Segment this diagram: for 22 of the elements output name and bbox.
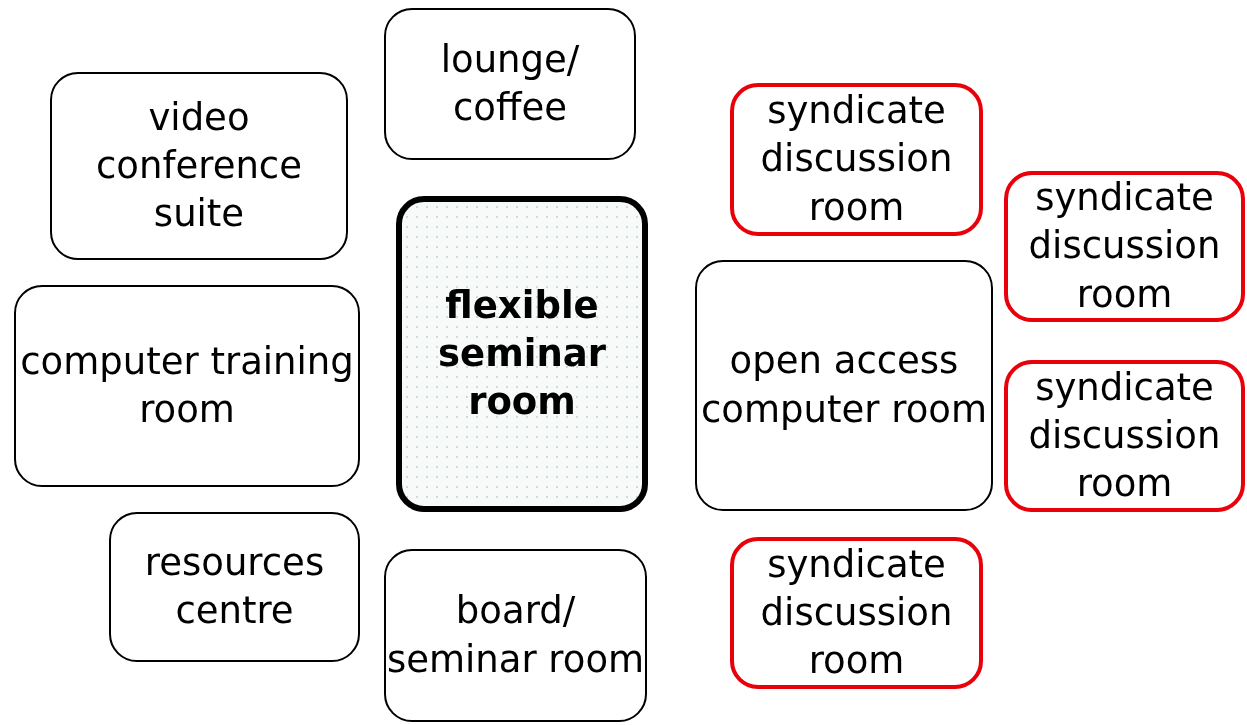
room-box <box>384 549 647 722</box>
room-label: video conference suite <box>95 94 303 238</box>
syndicate-room-box <box>730 83 983 236</box>
room-label: computer training room <box>19 338 355 433</box>
syndicate-room-box <box>1004 171 1245 322</box>
syndicate-room-box <box>1004 360 1245 512</box>
room-label: syndicate discussion room <box>1027 175 1222 318</box>
room-box <box>695 260 993 511</box>
room-label: syndicate discussion room <box>759 88 954 231</box>
room-label: lounge/ coffee <box>439 36 581 131</box>
room-box <box>109 512 360 662</box>
room-label: open access computer room <box>700 338 988 433</box>
room-label: syndicate discussion room <box>759 541 954 685</box>
syndicate-room-box <box>730 537 983 689</box>
room-label: syndicate discussion room <box>1027 364 1222 508</box>
room-label: resources centre <box>143 539 326 634</box>
central-room-box <box>396 196 648 512</box>
room-box <box>50 72 348 260</box>
room-label: board/ seminar room <box>386 588 645 683</box>
room-box <box>384 8 636 160</box>
room-label: flexible seminar room <box>437 282 607 426</box>
room-box <box>14 285 360 487</box>
